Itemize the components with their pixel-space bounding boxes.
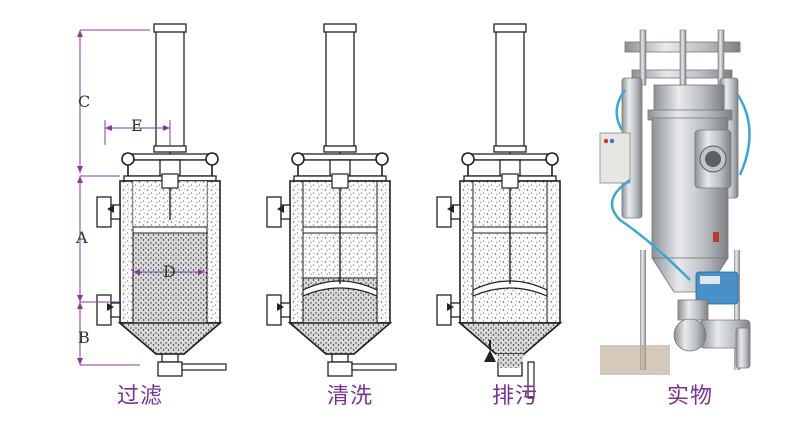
caption-filtration: 过滤	[116, 384, 163, 409]
caption-cleaning: 清洗	[326, 384, 373, 409]
filter-unit-cleaning	[266, 23, 397, 377]
filter-unit-discharge	[436, 23, 563, 399]
filter-unit-filtration	[96, 23, 227, 377]
dimension-label-d: D	[163, 262, 176, 281]
caption-actual-product: 实物	[666, 384, 713, 409]
dimension-lines	[79, 29, 205, 366]
caption-discharge: 排污	[491, 384, 538, 409]
dimension-label-e: E	[131, 116, 143, 135]
dimension-label-a: A	[76, 228, 88, 247]
dimension-label-b: B	[78, 328, 90, 347]
product-photo	[599, 20, 790, 375]
dimension-label-c: C	[78, 92, 91, 111]
